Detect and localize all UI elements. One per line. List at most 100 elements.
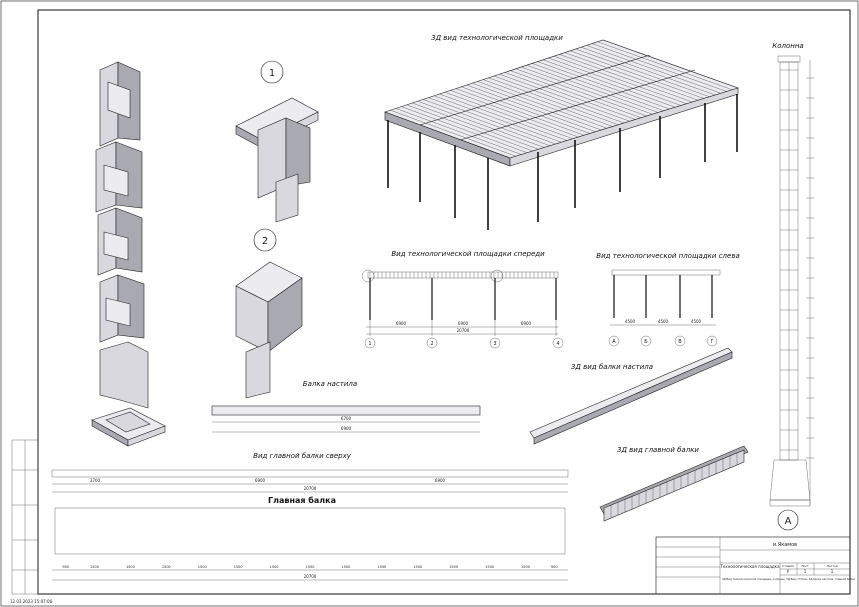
platform-3d-view: 3Д вид технологической площадки [384, 34, 739, 230]
deck-rib [428, 97, 556, 145]
deck-beam-title: Балка настила [303, 380, 357, 388]
deck-rib [559, 54, 693, 103]
deck-rib [472, 83, 602, 131]
main-beam-total: 20700 [304, 574, 317, 579]
main-top-dim-1: 3700 [90, 478, 101, 483]
title-note: 3Д Вид технологической площадки, колонны… [722, 577, 855, 581]
deck-beam-elevation: Балка настила 6700 6900 [211, 380, 481, 433]
deck-rib [521, 66, 653, 115]
main-beam-top-title: Вид главной балки сверху [253, 452, 352, 460]
deck-rib [592, 43, 727, 92]
main-beam-top-view: Вид главной балки сверху 3700 6900 6900 … [51, 452, 569, 493]
front-view-title: Вид технологической площадки спереди [391, 250, 545, 258]
deck-rib [439, 93, 568, 141]
deck-rib [548, 57, 682, 106]
main-beam-segment-dim: 1500 [234, 565, 243, 569]
deck-rib [466, 84, 596, 132]
main-beam-segment-dim: 1500 [306, 565, 315, 569]
front-dim-total: 20700 [457, 328, 470, 333]
main-beam-segment-dim: 1500 [126, 565, 135, 569]
deck-rib [581, 47, 716, 96]
deck-rib [488, 77, 619, 125]
left-axis-a: А [612, 339, 616, 345]
exploded-column-drawing [91, 61, 166, 447]
deck-rib [406, 104, 533, 152]
main-top-dim-total: 20700 [304, 486, 317, 491]
deck-rib [390, 110, 516, 157]
left-dim-span1: 4500 [625, 319, 636, 324]
left-view-title: Вид технологической площадки слева [596, 252, 739, 260]
title-sheets-header: Листов [826, 564, 837, 568]
main-beam-segment-dim: 1500 [341, 565, 350, 569]
left-dim-span2: 4500 [658, 319, 669, 324]
deck-rib [504, 72, 636, 120]
title-author: и.Якамов [773, 542, 797, 548]
main-beam-segment-dim: 1500 [521, 565, 530, 569]
deck-rib [417, 101, 545, 148]
deck-rib [455, 88, 585, 136]
main-beam-segment-dim: 1500 [198, 565, 207, 569]
main-beam-3d-title: 3Д вид главной балки [617, 446, 699, 454]
deck-rib [450, 90, 579, 138]
deck-rib [564, 52, 699, 101]
deck-rib [401, 106, 528, 153]
deck-rib [384, 111, 511, 159]
deck-rib [570, 50, 704, 99]
deck-rib [477, 81, 607, 129]
deck-rib [483, 79, 613, 127]
deck-rib [575, 48, 710, 97]
title-sheet: 1 [804, 569, 807, 574]
column-section-label: А [785, 516, 792, 527]
deck-rib [542, 59, 676, 108]
front-dim-span3: 6900 [521, 321, 532, 326]
left-view: Вид технологической площадки слева 4500 … [596, 252, 740, 347]
deck-rib [602, 39, 739, 89]
front-axis-1: 1 [368, 341, 371, 347]
main-beam-segment-dim: 1500 [377, 565, 386, 569]
node-2-number: 2 [262, 236, 268, 247]
title-sheets: 1 [831, 569, 834, 574]
title-stage-header: Стадия [782, 564, 794, 568]
front-dim-span1: 6900 [396, 321, 407, 326]
deck-rib [532, 63, 664, 111]
main-beam-segment-dim: 1500 [270, 565, 279, 569]
main-beam-segment-dim: 900 [62, 565, 69, 569]
front-dim-span2: 6900 [458, 321, 469, 326]
column-elevation: Колонна А [769, 42, 814, 531]
front-axis-2: 2 [430, 341, 433, 347]
drawing-frame [37, 9, 851, 595]
platform-3d-title: 3Д вид технологической площадки [431, 34, 563, 42]
deck-rib [493, 75, 625, 124]
deck-rib [526, 65, 659, 113]
left-axis-g: Г [710, 339, 713, 345]
deck-rib [553, 56, 687, 104]
deck-rib [597, 41, 733, 90]
deck-rib [423, 99, 550, 146]
deck-rib [444, 92, 573, 139]
main-beam-segment-dim: 1500 [90, 565, 99, 569]
node-2-detail: 2 [235, 228, 303, 399]
deck-rib [412, 102, 539, 150]
main-top-dim-2: 6900 [255, 478, 266, 483]
main-beam-title: Главная балка [268, 495, 336, 505]
main-beam-segment-dim: 900 [551, 565, 558, 569]
main-beam-3d-view: 3Д вид главной балки [599, 445, 749, 522]
main-beam-segment-dim: 1500 [162, 565, 171, 569]
title-block: и.Якамов Технологическая площадка Стадия… [655, 536, 855, 595]
main-top-dim-3: 6900 [435, 478, 446, 483]
footer-date: 12.03.2023 15:07:06 [10, 599, 53, 604]
margin-stamp [11, 439, 39, 595]
deck-beam-dim-length: 6700 [341, 416, 352, 421]
deck-rib [433, 95, 562, 143]
deck-rib [537, 61, 670, 110]
front-axis-4: 4 [556, 341, 559, 347]
main-beam-segment-dim: 1500 [485, 565, 494, 569]
deck-rib [510, 70, 642, 118]
main-beam-elevation: Главная балка 900 1500 1500 1500 1500 1500 150… [52, 495, 568, 581]
title-project: Технологическая площадка [719, 564, 780, 569]
deck-beam-dim-total: 6900 [341, 426, 352, 431]
front-view: Вид технологической площадки спереди 690… [361, 250, 564, 349]
title-sheet-header: Лист [801, 564, 809, 568]
